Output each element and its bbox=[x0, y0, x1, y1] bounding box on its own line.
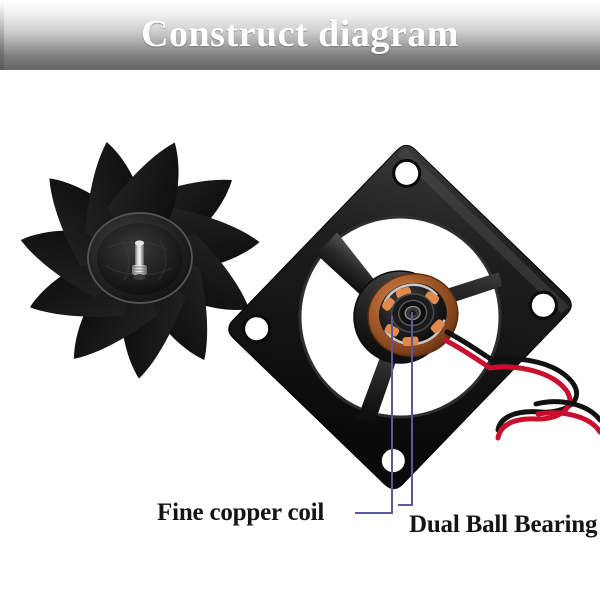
frame-highlight bbox=[397, 147, 569, 314]
callout-label-dual-ball-bearing: Dual Ball Bearing bbox=[409, 511, 598, 538]
callout-leader-lines bbox=[355, 312, 413, 514]
impeller-shaft bbox=[132, 240, 147, 280]
power-wires bbox=[442, 329, 600, 441]
header-banner bbox=[0, 0, 600, 70]
wire-red-lead bbox=[442, 337, 493, 371]
wire-black-loop-2 bbox=[533, 399, 600, 423]
wire-black-loop-1 bbox=[489, 356, 580, 433]
wire-red-loop-1 bbox=[487, 364, 573, 441]
frame-mounting-holes bbox=[242, 158, 558, 476]
header-edge-shading bbox=[0, 0, 4, 70]
fan-impeller bbox=[20, 142, 260, 379]
callout-label-fine-copper-coil: Fine copper coil bbox=[157, 499, 325, 526]
wire-red-loop-2 bbox=[535, 410, 600, 435]
wire-black-lead bbox=[444, 329, 495, 363]
leader-line-dual-ball-bearing bbox=[398, 312, 413, 506]
page-title: Construct diagram bbox=[141, 13, 459, 55]
leader-line-fine-copper-coil bbox=[355, 316, 393, 514]
impeller-hub-rim-highlight bbox=[87, 212, 193, 304]
